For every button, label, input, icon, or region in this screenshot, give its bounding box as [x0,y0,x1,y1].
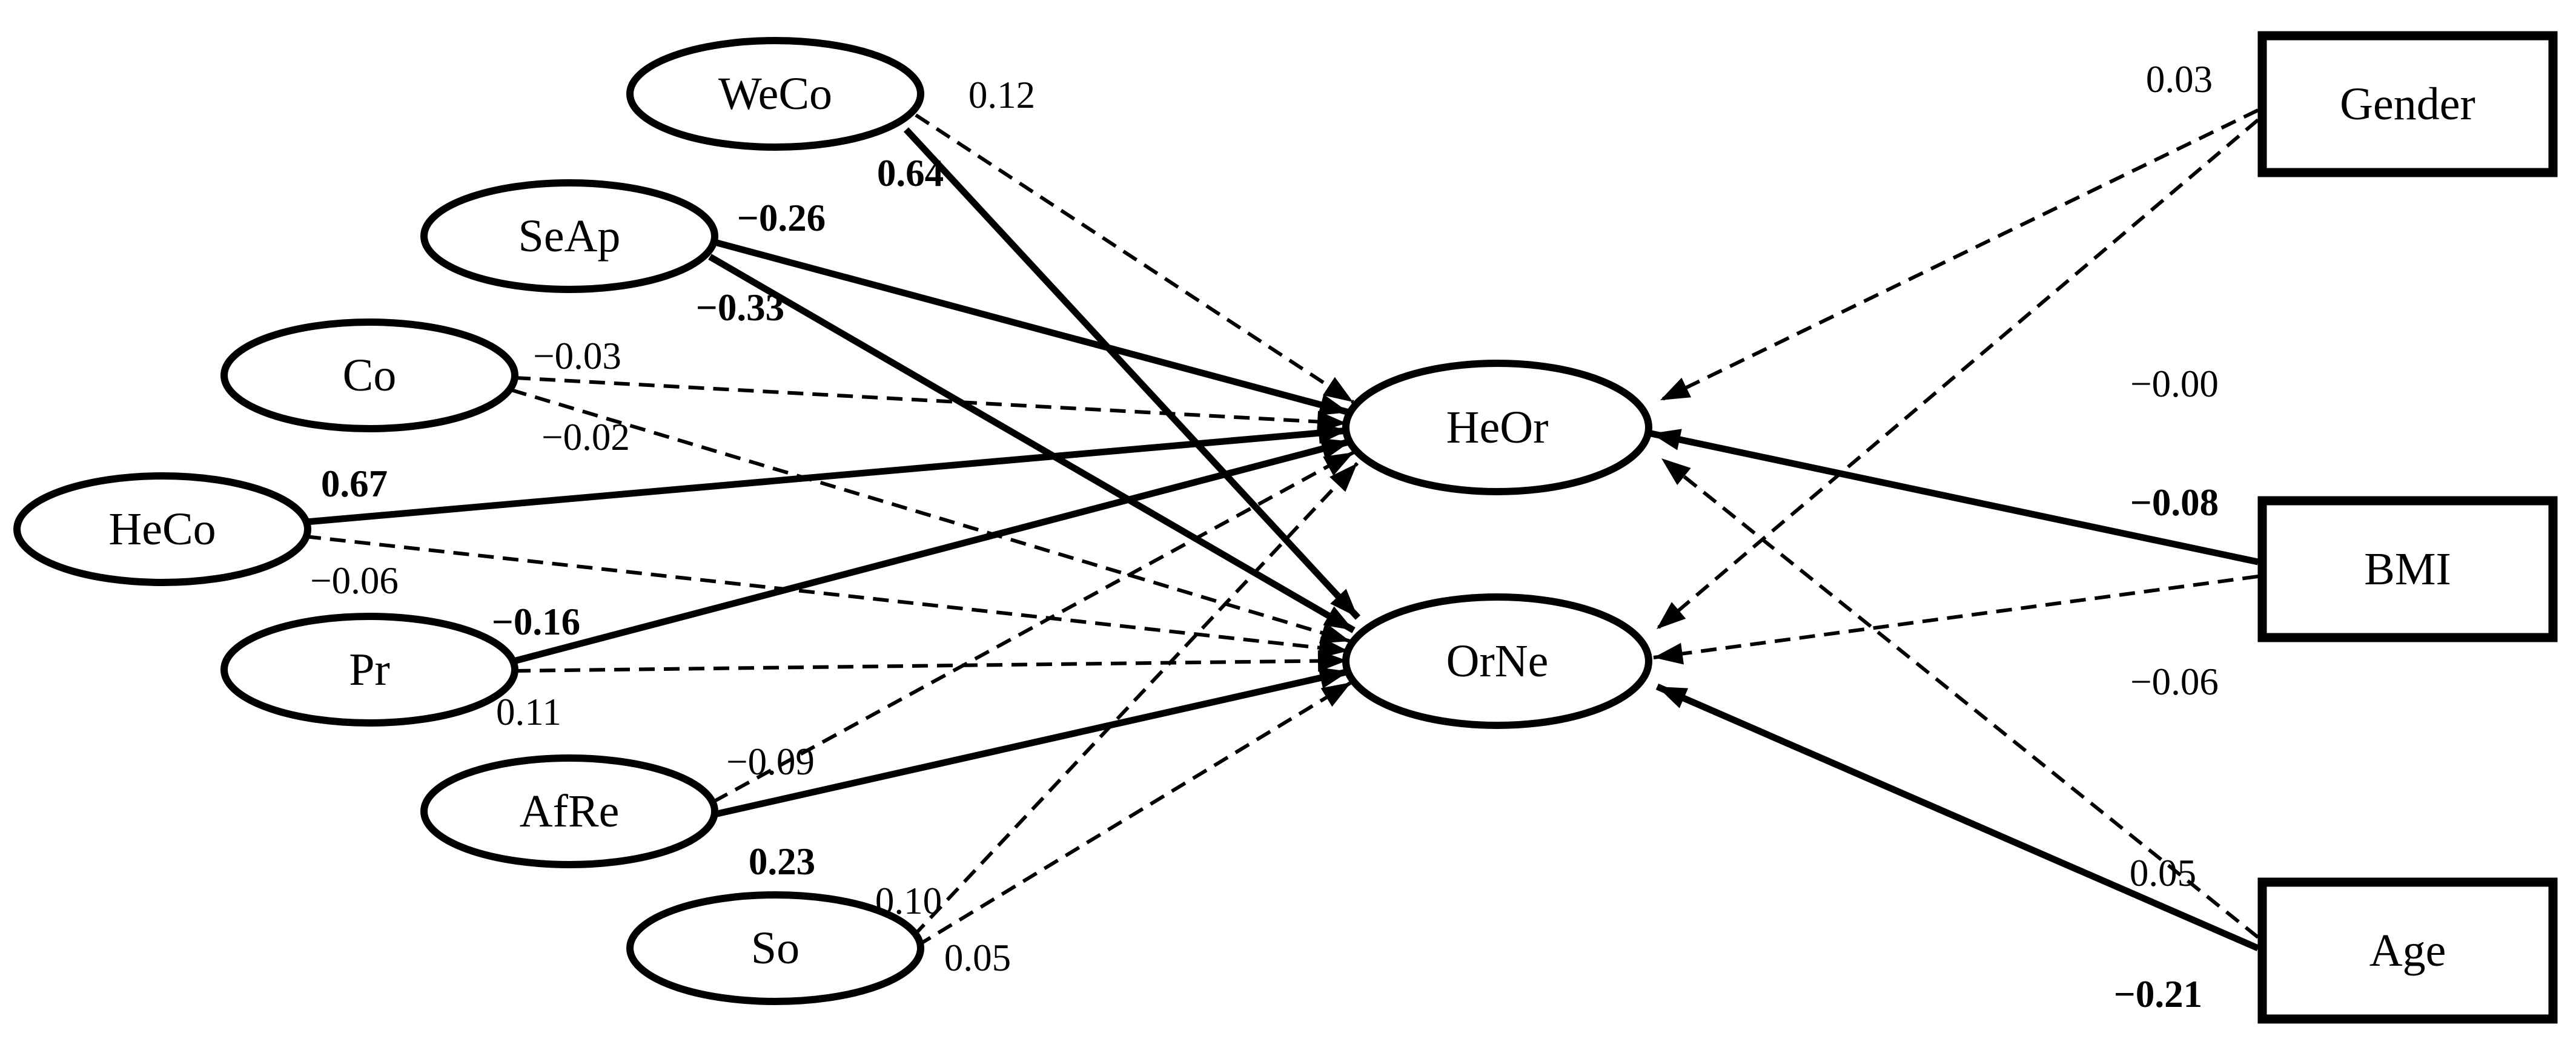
node-HeCo-ellipse [13,472,311,586]
node-WeCo-label: WeCo [718,68,832,119]
edge-HeCo-to-HeOr-line [306,422,1348,526]
node-BMI-rect [2257,496,2558,642]
node-So-ellipse [626,891,924,1005]
edge-AfRe-to-OrNe-coefficient: 0.23 [749,840,815,883]
node-WeCo-ellipse [626,37,924,151]
edge-Pr-to-HeOr-coefficient: −0.16 [492,601,580,643]
edge-Gender-to-HeOr-coefficient: 0.03 [2146,58,2213,101]
edge-WeCo-to-OrNe-line [903,127,1361,620]
edge-BMI-to-OrNe-line [1653,575,2259,665]
node-HeOr-ellipse [1342,360,1652,495]
node-OrNe-ellipse [1342,593,1652,729]
edge-WeCo-to-OrNe-coefficient: 0.64 [877,152,944,194]
edge-Age-to-HeOr-coefficient: 0.05 [2130,852,2196,894]
edge-Co-to-OrNe-line [511,388,1351,644]
edge-Gender-to-OrNe-line [1655,118,2259,631]
edges-layer [305,108,2260,952]
edge-AfRe-to-OrNe-line [716,667,1350,817]
node-Gender-label: Gender [2340,79,2475,130]
edge-WeCo-to-HeOr-line [915,113,1354,404]
node-So-label: So [751,923,800,974]
edge-BMI-to-HeOr-line [1650,429,2259,566]
edge-Pr-to-OrNe-line [514,650,1348,673]
edge-Co-to-HeOr-line [514,376,1347,433]
edge-HeCo-to-OrNe-line [305,535,1349,659]
node-SeAp-ellipse [420,179,718,293]
edge-Age-to-HeOr-line [1660,457,2259,939]
edge-HeCo-to-HeOr-coefficient: 0.67 [321,463,388,505]
node-Pr-ellipse [220,613,518,727]
node-SeAp-label: SeAp [518,211,621,262]
node-AfRe-ellipse [420,754,718,868]
node-BMI-label: BMI [2364,544,2451,595]
edge-Co-to-HeOr-coefficient: −0.03 [533,335,621,377]
edge-So-to-HeOr-line [912,461,1359,938]
edge-Pr-to-OrNe-coefficient: 0.11 [496,691,561,733]
edge-SeAp-to-OrNe-coefficient: −0.33 [696,286,784,329]
edge-Gender-to-HeOr-line [1659,108,2259,402]
edge-Age-to-OrNe-line [1655,683,2260,952]
edge-SeAp-to-OrNe-line [708,254,1356,633]
edge-Pr-to-HeOr-line [512,438,1352,665]
node-HeOr-label: HeOr [1446,402,1549,453]
node-Co-ellipse [220,318,518,432]
edge-So-to-HeOr-coefficient: 0.10 [875,880,942,922]
edge-So-to-OrNe-coefficient: 0.05 [944,937,1011,979]
edge-BMI-to-HeOr-coefficient: −0.08 [2130,481,2219,524]
edge-So-to-OrNe-line [916,681,1353,948]
edge-BMI-to-OrNe-coefficient: −0.06 [2130,661,2219,703]
edge-WeCo-to-HeOr-coefficient: 0.12 [968,74,1035,116]
edge-labels-layer: 0.12 0.64 −0.26 −0.33 −0.03 −0.02 0.67 −0.06 −0.… [310,58,2219,1015]
edge-Co-to-OrNe-coefficient: −0.02 [541,416,630,458]
edge-HeCo-to-OrNe-coefficient: −0.06 [310,559,399,602]
edge-Gender-to-OrNe-coefficient: −0.00 [2130,363,2219,405]
node-OrNe-label: OrNe [1446,636,1549,687]
node-AfRe-label: AfRe [520,786,620,837]
edge-SeAp-to-HeOr-line [714,239,1350,416]
node-Co-label: Co [343,350,397,401]
node-HeCo-label: HeCo [108,504,216,555]
node-Gender-rect [2257,31,2558,177]
edge-AfRe-to-HeOr-line [712,450,1355,803]
node-Age-label: Age [2369,925,2446,976]
node-Pr-label: Pr [349,644,390,695]
edge-Age-to-OrNe-coefficient: −0.21 [2114,973,2202,1015]
edge-SeAp-to-HeOr-coefficient: −0.26 [737,197,826,239]
node-Age-rect [2257,877,2558,1024]
edge-AfRe-to-HeOr-coefficient: −0.09 [726,740,815,783]
